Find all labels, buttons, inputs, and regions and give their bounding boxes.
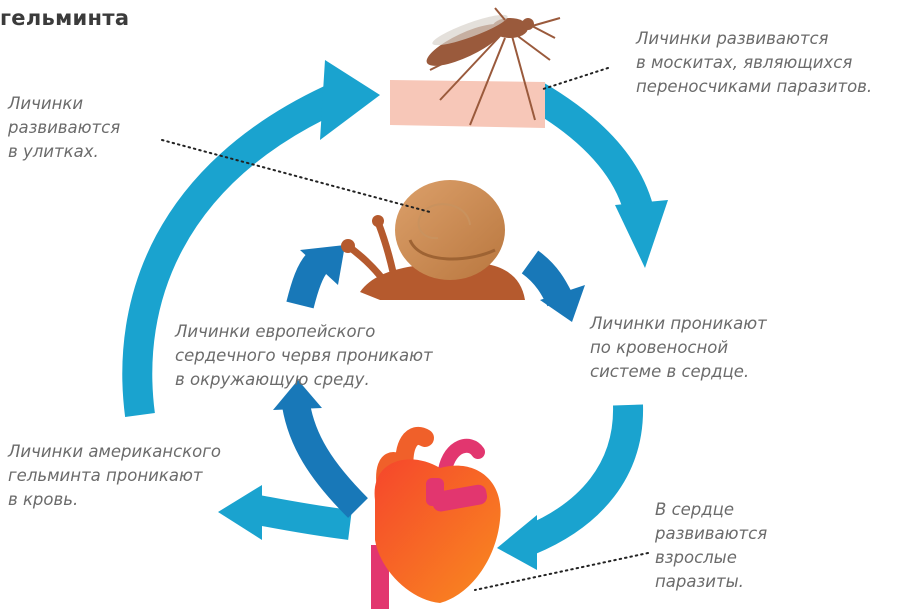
caption-line: развиваются bbox=[655, 522, 767, 546]
arrow-snail-to-bloodstream bbox=[530, 262, 585, 322]
caption-line: Личинки европейского bbox=[175, 320, 433, 344]
caption-line: в окружающую среду. bbox=[175, 368, 433, 392]
caption-line: Личинки bbox=[8, 92, 120, 116]
leader-mosquito bbox=[540, 68, 608, 90]
caption-line: в москитах, являющихся bbox=[636, 51, 872, 75]
snail-illustration bbox=[341, 180, 525, 300]
caption-adult-parasites: В сердце развиваются взрослые паразиты. bbox=[655, 498, 767, 594]
caption-line: Личинки американского bbox=[8, 440, 221, 464]
caption-line: развиваются bbox=[8, 116, 120, 140]
caption-line: В сердце bbox=[655, 498, 767, 522]
arrow-mosquito-to-heart bbox=[535, 95, 668, 268]
page-title: гельминта bbox=[0, 6, 129, 30]
leader-adults bbox=[475, 553, 648, 590]
arrow-vessel-to-heart bbox=[497, 405, 628, 570]
skin-patch bbox=[390, 80, 545, 128]
caption-line: паразиты. bbox=[655, 570, 767, 594]
caption-mosquito: Личинки развиваются в москитах, являющих… bbox=[636, 27, 872, 99]
caption-line: в улитках. bbox=[8, 140, 120, 164]
caption-line: в кровь. bbox=[8, 488, 221, 512]
caption-line: сердечного червя проникают bbox=[175, 344, 433, 368]
caption-line: переносчиками паразитов. bbox=[636, 75, 872, 99]
caption-line: Личинки проникают bbox=[590, 312, 767, 336]
caption-line: взрослые bbox=[655, 546, 767, 570]
arrow-environment-to-snail bbox=[300, 245, 345, 305]
caption-snail: Личинки развиваются в улитках. bbox=[8, 92, 120, 164]
caption-line: гельминта проникают bbox=[8, 464, 221, 488]
caption-line: по кровеносной bbox=[590, 336, 767, 360]
caption-blood-to-heart: Личинки проникают по кровеносной системе… bbox=[590, 312, 767, 384]
caption-european-worm: Личинки европейского сердечного червя пр… bbox=[175, 320, 433, 392]
heart-illustration bbox=[375, 436, 501, 609]
arrow-heart-to-environment bbox=[273, 380, 358, 508]
caption-line: системе в сердце. bbox=[590, 360, 767, 384]
caption-line: Личинки развиваются bbox=[636, 27, 872, 51]
caption-american-worm: Личинки американского гельминта проникаю… bbox=[8, 440, 221, 512]
